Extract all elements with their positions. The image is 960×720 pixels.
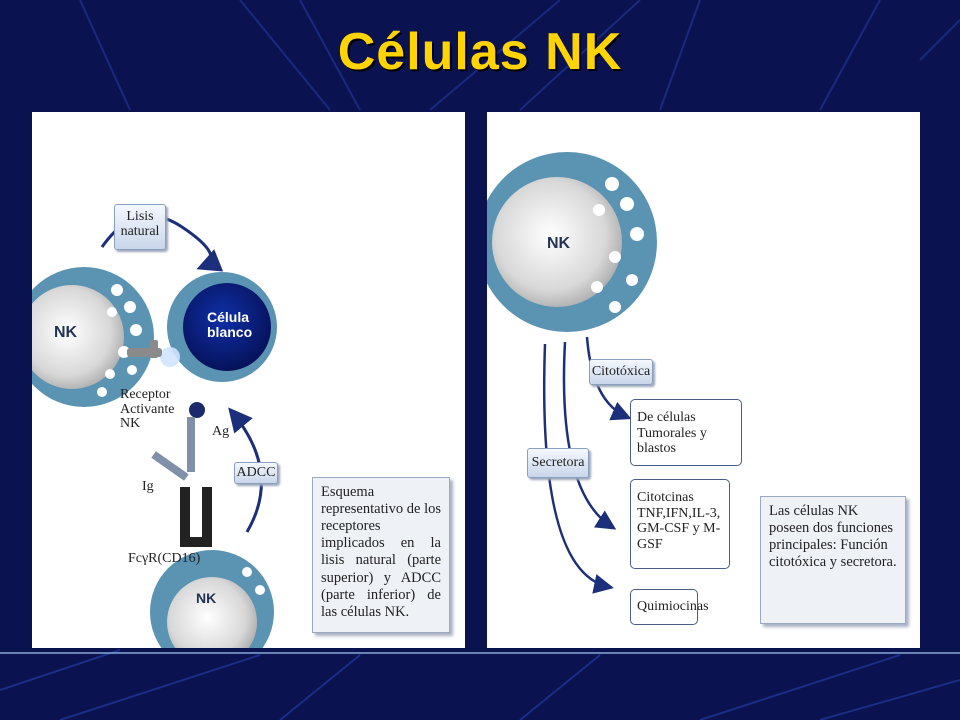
nk-cell-top — [32, 267, 154, 407]
secretory-tag: Secretora — [527, 448, 589, 478]
target-cell — [160, 272, 277, 382]
lysis-natural-tag: Lisis natural — [114, 204, 166, 250]
ig-fcr-chain — [151, 417, 212, 547]
ag-label: Ag — [212, 424, 230, 439]
fcyr-label: FcγR(CD16) — [128, 551, 201, 566]
receptor-label: Receptor Activante NK — [120, 387, 175, 432]
nk-cell-bottom — [150, 550, 274, 648]
right-caption: Las células NK poseen dos funciones prin… — [760, 496, 906, 624]
nk-label: NK — [547, 235, 571, 252]
left-diagram-panel: Lisis natural NK Célula blanco Receptor … — [32, 112, 465, 648]
right-diagram-graphic — [487, 152, 657, 594]
antigen-dot — [189, 402, 205, 418]
adcc-tag: ADCC — [234, 462, 278, 484]
right-diagram-panel: NK Citotóxica Secretora De células Tumor… — [487, 112, 920, 648]
box-cytokines: Citotcinas TNF,IFN,IL-3, GM-CSF y M-GSF — [630, 479, 730, 569]
nk-receptor-shape — [127, 340, 162, 358]
nk-cell — [487, 152, 657, 332]
arrow-to-tumor — [585, 336, 632, 421]
nk-bottom-label: NK — [196, 590, 217, 606]
left-caption: Esquema representativo de los receptores… — [312, 477, 450, 633]
box-tumor-cells: De células Tumorales y blastos — [630, 399, 742, 466]
target-cell-label: Célula blanco — [207, 309, 253, 340]
nk-top-label: NK — [54, 324, 78, 341]
arrow-to-chemokines — [542, 343, 614, 594]
ig-label: Ig — [142, 479, 154, 494]
slide-title: Células NK — [337, 23, 623, 81]
box-chemokines: Quimiocinas — [630, 589, 709, 625]
left-diagram-graphic — [32, 214, 277, 648]
cytotoxic-tag: Citotóxica — [589, 359, 653, 385]
